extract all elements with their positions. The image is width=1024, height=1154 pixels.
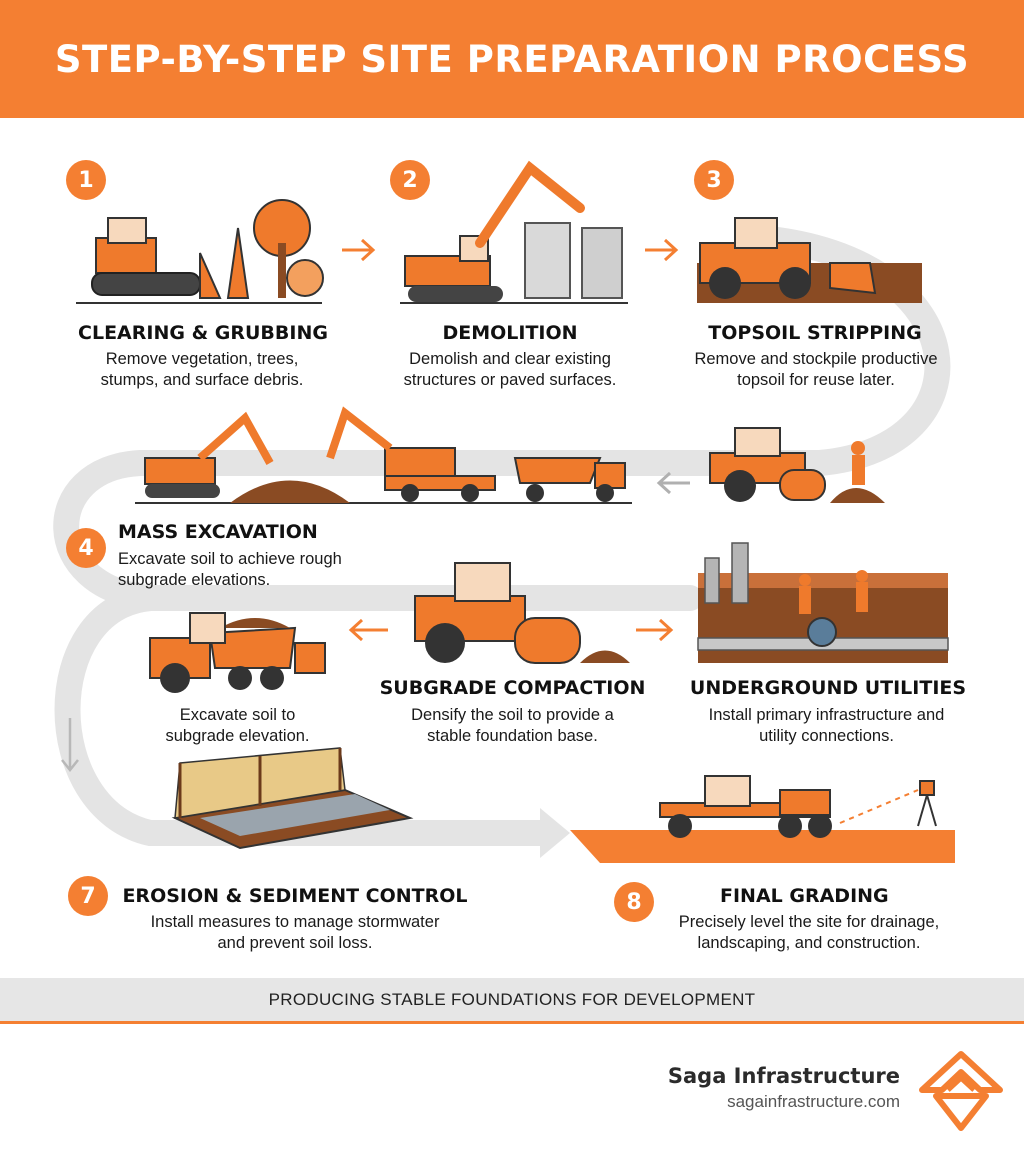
process-canvas: 1 2 3 4 7 8 CLEARING & GRUBBING Remove v… [0,118,1024,978]
arrow-right-icon [636,618,674,642]
step-7-badge: 7 [68,876,108,916]
step-3-description: Remove and stockpile productive topsoil … [694,350,938,389]
step-8-description: Precisely level the site for drainage, l… [678,913,940,952]
step-4-title: MASS EXCAVATION [118,521,318,543]
step-7-description: Install measures to manage stormwater an… [150,913,440,952]
step-3-badge: 3 [694,160,734,200]
roller-worker-icon [709,427,885,503]
process-path-lower [54,585,540,846]
brand-name: Saga Infrastructure [667,1064,900,1088]
step-4-badge: 4 [66,528,106,568]
brand-url[interactable]: sagainfrastructure.com [727,1092,900,1111]
step-8-title: FINAL GRADING [720,885,889,907]
step-1-badge: 1 [66,160,106,200]
down-arrow-icon [61,718,79,773]
excavator-breaker-icon [400,160,628,304]
page-title: STEP-BY-STEP SITE PREPARATION PROCESS [54,37,970,81]
step-5-description: Densify the soil to provide a stable fou… [411,706,614,745]
arrow-right-icon [645,238,679,262]
step-7-title: EROSION & SEDIMENT CONTROL [122,885,468,907]
step-2-title: DEMOLITION [442,322,578,344]
arrow-right-icon [342,238,376,262]
step-2-badge: 2 [390,160,430,200]
footer-tagline: PRODUCING STABLE FOUNDATIONS FOR DEVELOP… [268,989,756,1009]
arrow-left-icon [348,618,388,642]
header-banner: STEP-BY-STEP SITE PREPARATION PROCESS [0,0,1024,118]
step-6-description: Install primary infrastructure and utili… [708,706,945,745]
footer-tagline-band: PRODUCING STABLE FOUNDATIONS FOR DEVELOP… [0,978,1024,1024]
step-1-description: Remove vegetation, trees, stumps, and su… [100,350,304,389]
saga-triangle-logo-icon [919,1051,1003,1131]
utility-pipes-icon [697,542,949,663]
loader-topsoil-icon [697,217,922,303]
excavators-trucks-icon [135,406,632,504]
step-1-title: CLEARING & GRUBBING [78,322,328,344]
step-8-badge: 8 [614,882,654,922]
arrow-left-icon [656,471,690,495]
step-2-description: Demolish and clear existing structures o… [403,350,617,389]
motor-grader-icon [570,775,955,863]
bulldozer-trees-icon [76,199,324,304]
dump-truck-icon [149,612,326,693]
roller-compactor-icon [414,562,630,664]
step-3-title: TOPSOIL STRIPPING [708,322,922,344]
step-5-title: SUBGRADE COMPACTION [379,677,646,699]
silt-fence-icon [171,747,414,850]
truck-caption: Excavate soil to subgrade elevation. [165,706,310,745]
process-illustration [53,160,955,863]
path-end-arrow [540,808,570,858]
step-6-title: UNDERGROUND UTILITIES [689,677,967,699]
step-4-description: Excavate soil to achieve rough subgrade … [118,550,342,589]
